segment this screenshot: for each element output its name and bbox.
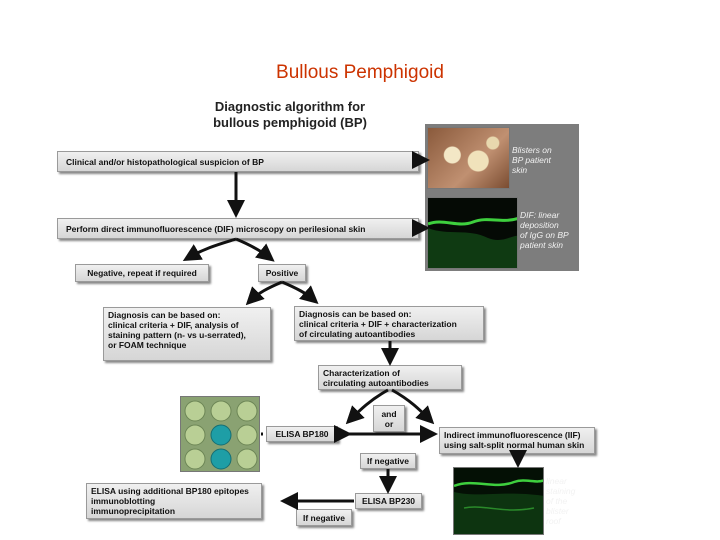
elisa-bp230-label: ELISA BP230 — [361, 496, 416, 506]
dif-caption: DIF: linear deposition of IgG on BP pati… — [520, 210, 569, 250]
iif-caption-3: of the — [546, 496, 568, 506]
diagnosis-right-line-2: clinical criteria + DIF + characterizati… — [299, 319, 457, 329]
characterization-line-2: circulating autoantibodies — [323, 378, 429, 388]
iif-photo — [453, 467, 544, 535]
dif-caption-4: patient skin — [520, 240, 563, 250]
diagnosis-right-line-3: of circulating autoantibodies — [299, 329, 416, 339]
blisters-caption: Blisters on BP patient skin — [512, 145, 552, 175]
page-title: Bullous Pemphigoid — [276, 62, 444, 83]
iif-caption-2: staining — [546, 486, 576, 496]
additional-line-2: immunoblotting — [91, 496, 156, 506]
negative-box: Negative, repeat if required — [75, 264, 209, 282]
blisters-caption-1: Blisters on — [512, 145, 552, 155]
additional-line-1: ELISA using additional BP180 epitopes — [91, 486, 249, 496]
positive-label: Positive — [265, 268, 299, 278]
elisa-bp180-label: ELISA BP180 — [275, 429, 329, 439]
iif-caption-1: linear — [546, 476, 567, 486]
arrow-positive-to-left — [245, 280, 283, 306]
iif-line-2: using salt-split normal human skin — [444, 440, 585, 450]
positive-box: Positive — [258, 264, 306, 282]
if-negative-label-2: If negative — [302, 512, 346, 523]
dif-caption-2: deposition — [520, 220, 559, 230]
suspicion-box: Clinical and/or histopathological suspic… — [57, 151, 419, 172]
dif-caption-3: of IgG on BP — [520, 230, 569, 240]
arrow-dif-to-negative — [182, 237, 237, 262]
if-negative-box-2: If negative — [296, 509, 352, 526]
diagnosis-left-line-2: clinical criteria + DIF, analysis of — [108, 320, 239, 330]
diagnosis-left-line-1: Diagnosis can be based on: — [108, 310, 221, 320]
iif-box: Indirect immunofluorescence (IIF) using … — [439, 427, 595, 454]
diagnosis-right-line-1: Diagnosis can be based on: — [299, 309, 412, 319]
dif-label: Perform direct immunofluorescence (DIF) … — [66, 223, 366, 234]
characterization-box: Characterization of circulating autoanti… — [318, 365, 462, 390]
if-negative-label-1: If negative — [366, 456, 410, 466]
diagnosis-left-line-4: or FOAM technique — [108, 340, 187, 350]
figure-title: Diagnostic algorithm for bullous pemphig… — [190, 99, 390, 131]
and-label: and — [381, 408, 397, 419]
additional-line-3: immunoprecipitation — [91, 506, 176, 516]
suspicion-label: Clinical and/or histopathological suspic… — [66, 156, 264, 167]
iif-line-1: Indirect immunofluorescence (IIF) — [444, 430, 581, 440]
arrow-dif-to-positive — [235, 237, 275, 262]
additional-methods-box: ELISA using additional BP180 epitopes im… — [86, 483, 262, 519]
figure-title-line-1: Diagnostic algorithm for — [214, 99, 366, 114]
diagnosis-left-box: Diagnosis can be based on: clinical crit… — [103, 307, 271, 361]
arrow-characterization-to-elisa — [345, 388, 389, 425]
or-label: or — [384, 418, 394, 429]
blisters-caption-3: skin — [512, 165, 528, 175]
iif-caption-4: blister — [546, 506, 569, 516]
dif-caption-1: DIF: linear — [520, 210, 560, 220]
iif-caption: linear staining of the blister roof — [546, 476, 575, 526]
arrow-characterization-to-iif — [391, 388, 435, 425]
characterization-line-1: Characterization of — [323, 368, 400, 378]
negative-label: Negative, repeat if required — [87, 268, 197, 278]
elisa-bp180-box: ELISA BP180 — [266, 426, 338, 442]
if-negative-box-1: If negative — [360, 453, 416, 469]
diagnosis-right-box: Diagnosis can be based on: clinical crit… — [294, 306, 484, 341]
elisa-plate-photo — [180, 396, 260, 472]
blisters-photo — [427, 127, 510, 189]
blisters-caption-2: BP patient — [512, 155, 551, 165]
diagnosis-left-line-3: staining pattern (n- vs u-serrated), — [108, 330, 246, 340]
arrow-positive-to-right — [281, 280, 319, 304]
figure-title-line-2: bullous pemphigoid (BP) — [213, 115, 367, 130]
iif-caption-5: roof — [546, 516, 561, 526]
